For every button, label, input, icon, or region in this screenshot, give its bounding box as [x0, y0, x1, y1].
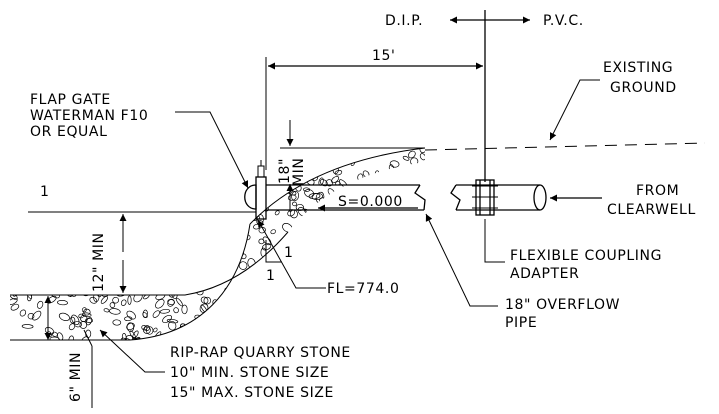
overflow-pipe-label-1: 18" OVERFLOW [505, 297, 620, 313]
riprap-label-3: 15" MAX. STONE SIZE [170, 385, 334, 401]
length-dimension: 15' [265, 48, 483, 170]
material-division: D.I.P. P.V.C. [385, 10, 584, 182]
coupling-label-2: ADAPTER [510, 266, 579, 282]
overflow-pipe-label-2: PIPE [505, 315, 537, 331]
from-clearwell-label-1: FROM [636, 183, 679, 199]
riprap-label-2: 10" MIN. STONE SIZE [170, 365, 329, 381]
slope-ratio-horizontal: 1 [266, 268, 276, 284]
existing-ground-label-1: EXISTING [603, 60, 673, 76]
flap-gate-leader [175, 111, 249, 189]
flap-gate [244, 160, 267, 220]
coupling-leader [484, 219, 505, 263]
riprap-label-1: RIP-RAP QUARRY STONE [170, 345, 351, 361]
slope-label: S=0.000 [338, 194, 403, 210]
dip-label: D.I.P. [385, 13, 423, 29]
riprap-depth-label: 6" MIN [68, 352, 84, 402]
invert-depth-label: 12" MIN [91, 232, 107, 292]
riprap-leader [99, 329, 165, 373]
coupling-label-1: FLEXIBLE COUPLING [510, 248, 662, 264]
flexible-coupling [472, 179, 498, 216]
from-clearwell-label-2: CLEARWELL [607, 202, 696, 218]
flap-gate-label-3: OR EQUAL [30, 124, 108, 140]
cover-dimension: 18" MIN [277, 120, 425, 212]
cover-dimension-label: 18" [277, 158, 293, 184]
pvc-label: P.V.C. [543, 13, 584, 29]
flap-gate-label-2: WATERMAN F10 [30, 108, 148, 124]
cover-dimension-suffix: MIN [291, 158, 307, 186]
riprap-depth-dimension: 6" MIN [44, 296, 93, 408]
flap-gate-label-1: FLAP GATE [30, 92, 111, 108]
existing-ground-line [424, 142, 706, 151]
existing-ground-label-2: GROUND [610, 80, 677, 96]
slope-ratio: 1 1 [265, 240, 294, 284]
flowline-label: FL=774.0 [327, 281, 399, 297]
overflow-pipe [266, 184, 547, 211]
marker-number: 1 [40, 184, 50, 200]
riprap-stone-band [10, 147, 426, 341]
flowline-leader [257, 219, 326, 289]
riprap-stone-texture [10, 148, 425, 340]
overflow-pipe-leader [425, 213, 498, 307]
invert-depth-dimension: 12" MIN [28, 211, 256, 293]
length-dimension-label: 15' [372, 48, 395, 64]
existing-ground-leader [549, 79, 600, 141]
slope-ratio-vertical: 1 [284, 245, 294, 261]
